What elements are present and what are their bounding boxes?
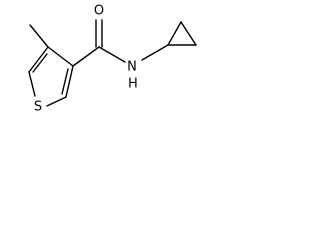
bond-cyclopropyl-a	[167, 21, 182, 46]
bond-c5-s	[28, 71, 36, 97]
bond-c3-carbonyl	[72, 46, 100, 67]
bond-methyl	[29, 24, 49, 48]
bond-n-cyclopropyl	[141, 44, 169, 61]
hydrogen-atom-label: H	[128, 77, 138, 92]
oxygen-atom-label: O	[94, 4, 104, 19]
bond-c2-c3-inner	[61, 68, 69, 95]
bond-c4-c3	[47, 46, 74, 67]
bond-c4-c5	[28, 46, 49, 73]
bond-carbonyl-n	[98, 46, 126, 63]
bond-cyclopropyl-b	[180, 21, 197, 46]
chemical-structure: O N H S	[28, 4, 197, 115]
bond-c2-c3	[65, 65, 74, 98]
nitrogen-atom-label: N	[127, 60, 137, 75]
sulfur-atom-label: S	[34, 100, 42, 115]
bond-s-c2	[46, 96, 67, 107]
bond-c4-c5-inner	[32, 53, 48, 73]
